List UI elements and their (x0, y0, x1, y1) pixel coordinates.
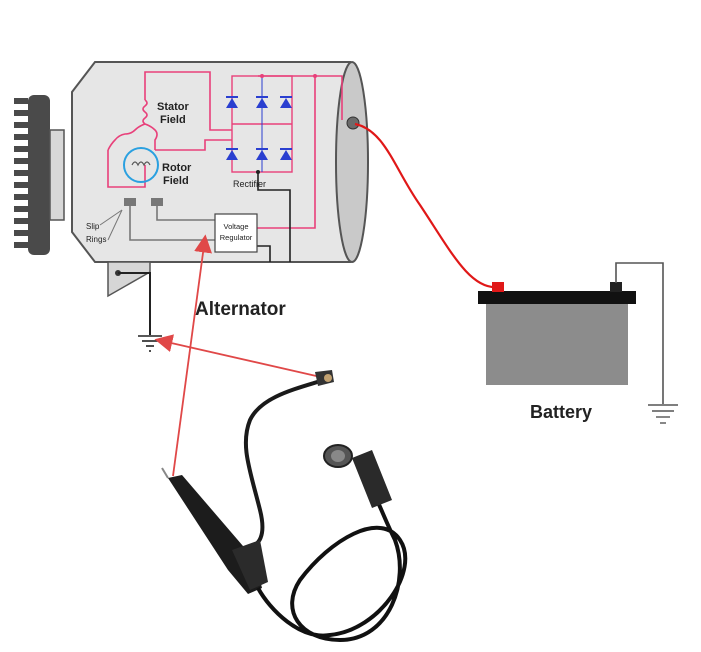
battery-icon (478, 282, 636, 385)
alternator-label: Alternator (195, 299, 286, 320)
rotor-field-icon (123, 147, 159, 183)
rotor-field-label-line1: Rotor (162, 162, 192, 174)
stator-field-label-line1: Stator (157, 101, 190, 113)
internal-wiring (99, 71, 343, 262)
alternator-housing (71, 61, 369, 298)
diode-icon (226, 96, 292, 160)
battery-cable (354, 122, 499, 289)
rectifier-block (226, 74, 317, 174)
stator-field-label-line2: Field (160, 114, 186, 126)
rotor-field-label-line2: Field (163, 175, 189, 187)
voltage-regulator-box (214, 213, 258, 253)
alternator-output-terminal (346, 116, 360, 130)
probe-arrows (154, 234, 326, 477)
battery-label: Battery (530, 402, 592, 422)
slip-ring-brushes (124, 198, 163, 206)
rectifier-label: Rectifier (233, 179, 266, 189)
slip-rings-label-line2: Rings (86, 235, 106, 244)
voltage-regulator-label-line2: Regulator (220, 233, 253, 242)
pulley-icon (14, 95, 65, 255)
stator-coil-icon (107, 99, 158, 151)
battery-ground-icon (615, 262, 678, 424)
slip-rings-label-line1: Slip (86, 222, 100, 231)
oscilloscope-probe-icon (161, 370, 408, 643)
voltage-regulator-label-line1: Voltage (223, 222, 248, 231)
